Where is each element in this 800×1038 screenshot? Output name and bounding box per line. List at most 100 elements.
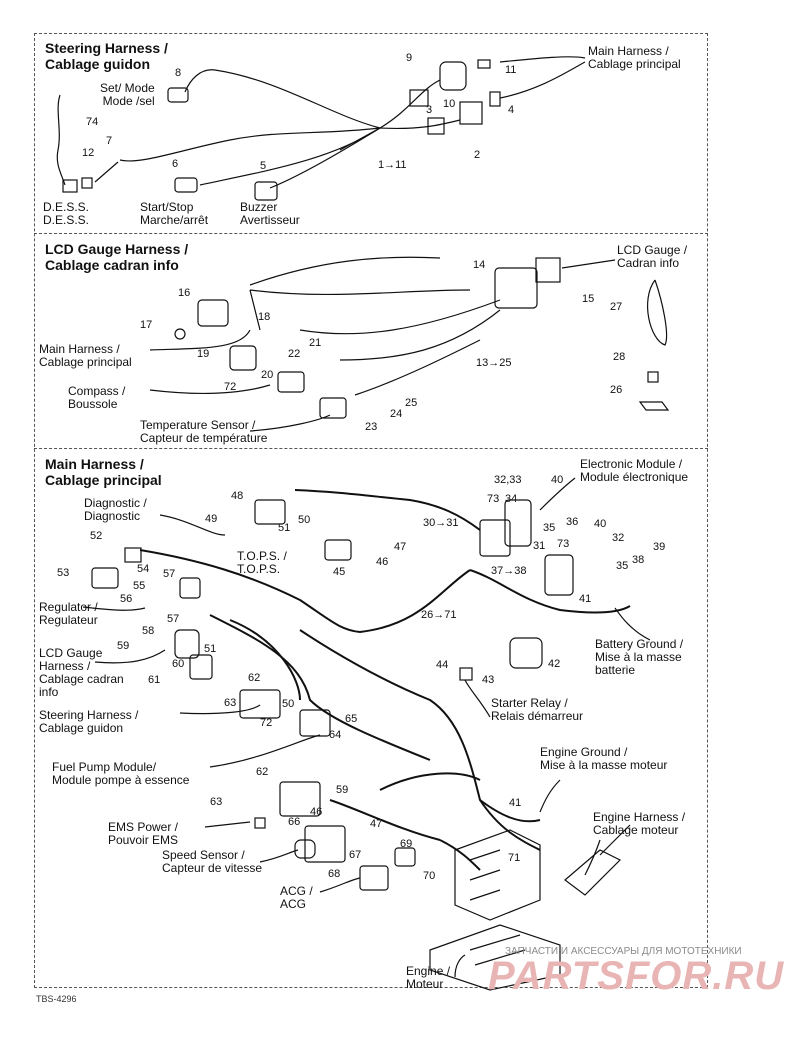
callout: 1→11 — [378, 159, 407, 171]
callout: 59 — [336, 784, 349, 796]
callout: 13→25 — [476, 357, 512, 369]
callout: 63 — [224, 697, 237, 709]
section-title-main-harness: Main Harness /Cablage principal — [45, 456, 162, 488]
callout: 39 — [653, 541, 666, 553]
callout: 32 — [612, 532, 625, 544]
callout: 72 — [224, 381, 237, 393]
callout: 10 — [443, 98, 456, 110]
callout: 48 — [231, 490, 244, 502]
callout: 58 — [142, 625, 155, 637]
callout: 59 — [117, 640, 130, 652]
callout: 52 — [90, 530, 103, 542]
diagram-frame — [34, 33, 708, 988]
callout: 32,33 — [494, 474, 522, 486]
callout: 35 — [616, 560, 629, 572]
callout: 50 — [282, 698, 295, 710]
callout: 49 — [205, 513, 218, 525]
callout: 46 — [376, 556, 389, 568]
callout: 20 — [261, 369, 274, 381]
label-tops: T.O.P.S. /T.O.P.S. — [237, 549, 287, 576]
callout: 60 — [172, 658, 185, 670]
callout: 4 — [508, 104, 515, 116]
callout: 3 — [426, 104, 433, 116]
callout: 41 — [509, 797, 522, 809]
label-fuel-pump-module: Fuel Pump Module/Module pompe à essence — [52, 760, 190, 787]
callout: 51 — [204, 643, 217, 655]
label-electronic-module: Electronic Module /Module électronique — [580, 457, 689, 484]
callout: 18 — [258, 311, 271, 323]
label-diagnostic: Diagnostic /Diagnostic — [84, 496, 147, 523]
callout: 40 — [551, 474, 564, 486]
callout: 7 — [106, 135, 113, 147]
callout: 70 — [423, 870, 436, 882]
callout: 62 — [256, 766, 269, 778]
callout: 66 — [288, 816, 301, 828]
callout: 62 — [248, 672, 261, 684]
callout: 35 — [543, 522, 556, 534]
callout: 43 — [482, 674, 495, 686]
callout: 14 — [473, 259, 486, 271]
callout: 50 — [298, 514, 311, 526]
callout: 44 — [436, 659, 449, 671]
lcd-gauge-shape — [494, 267, 538, 309]
callout: 5 — [260, 160, 267, 172]
callout: 11 — [505, 64, 517, 76]
callout: 21 — [309, 337, 322, 349]
callout: 15 — [582, 293, 595, 305]
label-engine-harness: Engine Harness /Cablage moteur — [593, 810, 686, 837]
callout: 54 — [137, 563, 150, 575]
callout: 67 — [349, 849, 362, 861]
section-divider — [34, 233, 708, 234]
callout: 46 — [310, 806, 323, 818]
callout: 45 — [333, 566, 346, 578]
callout: 12 — [82, 147, 95, 159]
label-compass: Compass /Boussole — [68, 384, 126, 411]
callout: 27 — [610, 301, 623, 313]
callout: 28 — [613, 351, 626, 363]
callout: 37→38 — [491, 565, 527, 577]
callout: 41 — [579, 593, 592, 605]
callout: 24 — [390, 408, 403, 420]
callout: 26 — [610, 384, 623, 396]
label-temperature-sensor: Temperature Sensor /Capteur de températu… — [140, 418, 268, 445]
callout: 57 — [167, 613, 180, 625]
section-title-lcd-gauge: LCD Gauge Harness /Cablage cadran info — [45, 241, 189, 273]
callout: 51 — [278, 522, 291, 534]
callout: 17 — [140, 319, 153, 331]
callout: 63 — [210, 796, 223, 808]
callout: 42 — [548, 658, 561, 670]
callout: 22 — [288, 348, 301, 360]
callout: 9 — [406, 52, 413, 64]
callout: 57 — [163, 568, 176, 580]
section-divider — [34, 448, 708, 449]
callout: 53 — [57, 567, 70, 579]
watermark-logo: PARTSFOR.RU — [488, 954, 785, 998]
label-engine-ground: Engine Ground /Mise à la masse moteur — [540, 745, 668, 772]
callout: 16 — [178, 287, 191, 299]
callout: 71 — [508, 852, 521, 864]
callout: 56 — [120, 593, 133, 605]
callout: 69 — [400, 838, 413, 850]
label-ems-power: EMS Power /Pouvoir EMS — [108, 820, 179, 847]
label-main-harness: Main Harness /Cablage principal — [39, 342, 132, 369]
callout: 25 — [405, 397, 418, 409]
callout: 64 — [329, 729, 342, 741]
callout: 73 — [487, 493, 500, 505]
label-dess: D.E.S.S.D.E.S.S. — [43, 200, 90, 227]
callout: 23 — [365, 421, 378, 433]
watermark-tagline: ЗАПЧАСТИ И АКСЕССУАРЫ ДЛЯ МОТОТЕХНИКИ — [505, 946, 742, 957]
callout: 74 — [86, 116, 99, 128]
callout: 68 — [328, 868, 341, 880]
callout: 36 — [566, 516, 579, 528]
callout: 34 — [505, 493, 518, 505]
section-title-steering: Steering Harness /Cablage guidon — [45, 40, 168, 72]
callout: 47 — [370, 818, 383, 830]
label-engine: Engine /Moteur — [406, 964, 451, 991]
set-mode-switch-shape — [167, 87, 189, 103]
label-starter-relay: Starter Relay /Relais démarreur — [491, 696, 584, 723]
callout: 73 — [557, 538, 570, 550]
